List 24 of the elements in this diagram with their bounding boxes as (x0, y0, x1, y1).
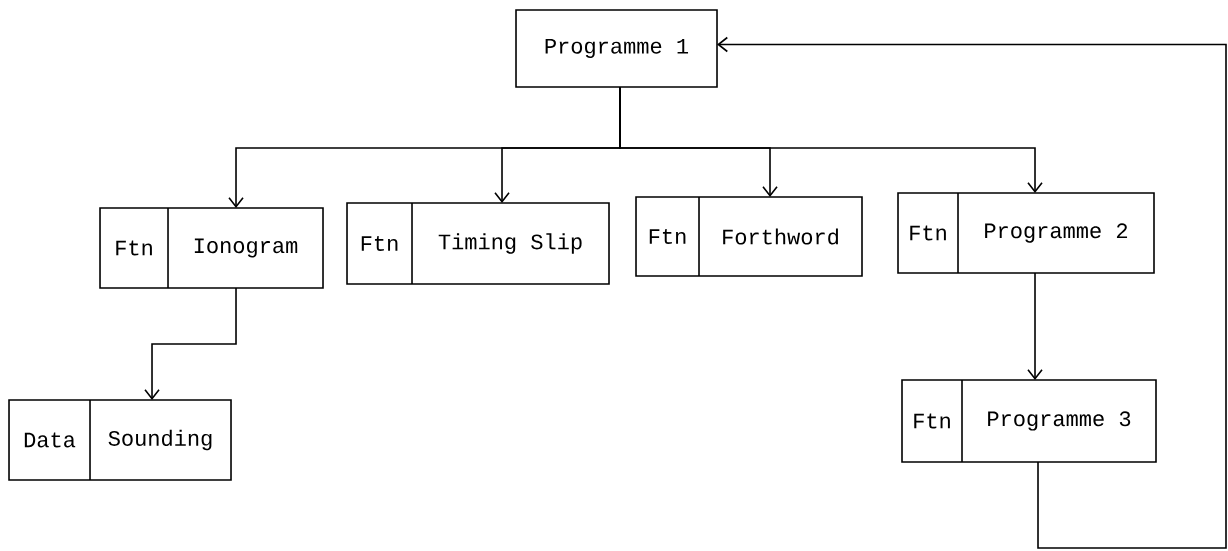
arrow (619, 86, 1043, 193)
record-box (346, 202, 610, 285)
cell-label: Data (24, 432, 76, 448)
cell-label: Timing Slip (438, 233, 582, 254)
record-box (635, 196, 863, 277)
cell-label: Ftn (116, 240, 152, 256)
cell-label: Sounding (108, 429, 212, 451)
record-box (515, 9, 718, 88)
record-box (897, 192, 1155, 274)
record-box (901, 379, 1157, 463)
cell-label: Ftn (649, 229, 686, 244)
box-label: Programme 1 (545, 39, 689, 58)
cell-label: Ionogram (194, 238, 298, 258)
cell-label: Ftn (914, 413, 950, 429)
cell-label: Programme 2 (985, 223, 1128, 243)
record-box (99, 207, 324, 289)
cell-label: Programme 3 (988, 411, 1131, 431)
cell-label: Ftn (910, 225, 946, 241)
cell-label: Forthword (723, 228, 838, 245)
arrow (144, 287, 237, 400)
cell-label: Ftn (361, 236, 398, 251)
record-box (8, 399, 232, 481)
arrow (1027, 272, 1043, 380)
arrow (717, 36, 1227, 549)
